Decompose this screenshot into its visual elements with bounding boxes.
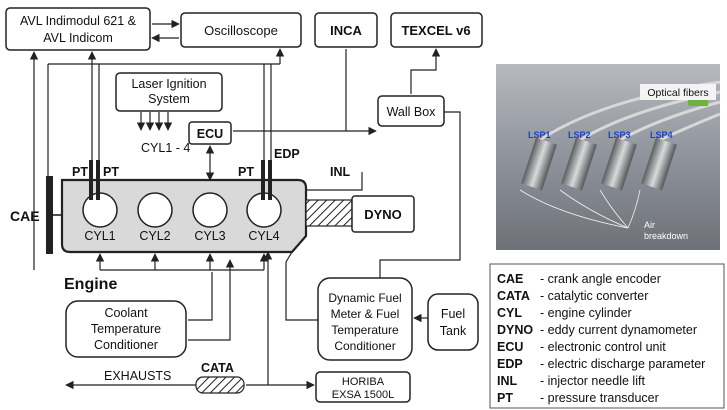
svg-text:CYL: CYL [497, 306, 522, 320]
oscilloscope-box: Oscilloscope [180, 12, 302, 48]
cae-encoder [46, 176, 53, 254]
horiba-label-line2: EXSA 1500L [332, 389, 394, 401]
legend-item-dyno: DYNO - eddy current dynamometer [497, 323, 697, 337]
breakdown-label: breakdown [644, 231, 688, 241]
cylinder-4: CYL4 [246, 192, 282, 243]
engine-label: Engine [64, 276, 117, 293]
ecu-box: ECU [188, 121, 232, 145]
cata-label: CATA [201, 361, 234, 375]
spark-plug-2 [561, 137, 597, 191]
svg-text:- catalytic converter: - catalytic converter [540, 289, 648, 303]
horiba-label-line1: HORIBA [342, 376, 385, 388]
legend-item-inl: INL - injector needle lift [497, 374, 645, 388]
cylinder-3: CYL3 [192, 192, 228, 243]
fuel-tank-label-line2: Tank [440, 324, 467, 338]
svg-text:CAE: CAE [497, 272, 523, 286]
coolant-label-line2: Temperature [91, 322, 161, 336]
cylinder-2: CYL2 [137, 192, 173, 243]
laser-label-line2: System [148, 92, 190, 106]
spark-plug-1 [521, 137, 557, 191]
inca-box: INCA [314, 12, 378, 48]
dyno-label: DYNO [364, 207, 402, 222]
lsp3-label: LSP3 [608, 130, 631, 140]
dyno-box: DYNO [351, 195, 415, 233]
pt-label-3: PT [238, 165, 254, 179]
svg-text:CATA: CATA [497, 289, 530, 303]
legend-item-cae: CAE - crank angle encoder [497, 272, 661, 286]
svg-text:EDP: EDP [497, 357, 523, 371]
spark-plug-4 [641, 137, 677, 191]
fuel-meter-label-line3: Temperature [331, 323, 399, 337]
fuel-meter-box: Dynamic Fuel Meter & Fuel Temperature Co… [317, 277, 413, 361]
legend-item-ecu: ECU - electronic control unit [497, 340, 666, 354]
laser-label-line1: Laser Ignition [131, 77, 206, 91]
spark-plug-photo: Optical fibers LSP1 LSP2 LSP3 LSP4 Air b… [496, 64, 721, 250]
svg-text:- pressure transducer: - pressure transducer [540, 391, 659, 405]
coolant-label-line3: Conditioner [94, 338, 158, 352]
fuel-tank-box: Fuel Tank [427, 293, 479, 351]
fuel-meter-label-line4: Conditioner [334, 339, 395, 353]
avl-label-line2: AVL Indicom [43, 31, 112, 45]
lsp2-label: LSP2 [568, 130, 591, 140]
cylinder-1-label: CYL1 [84, 229, 115, 243]
inl-label: INL [330, 165, 351, 179]
edp-label: EDP [274, 147, 300, 161]
fuel-tank-label-line1: Fuel [441, 307, 465, 321]
svg-text:INL: INL [497, 374, 518, 388]
engine-block [60, 178, 308, 254]
wall-box-label: Wall Box [387, 105, 437, 119]
avl-box: AVL Indimodul 621 & AVL Indicom [5, 7, 151, 51]
oscilloscope-label: Oscilloscope [204, 23, 278, 38]
svg-text:DYNO: DYNO [497, 323, 533, 337]
svg-text:- crank angle encoder: - crank angle encoder [540, 272, 661, 286]
legend-item-pt: PT - pressure transducer [497, 391, 659, 405]
ecu-label: ECU [197, 127, 223, 141]
pt-label-2: PT [103, 165, 119, 179]
coolant-box: Coolant Temperature Conditioner [65, 300, 187, 358]
optical-fibers-label: Optical fibers [647, 87, 708, 99]
svg-text:- injector needle lift: - injector needle lift [540, 374, 645, 388]
legend: CAE - crank angle encoder CATA - catalytic… [489, 263, 725, 409]
legend-item-edp: EDP - electric discharge parameter [497, 357, 705, 371]
wall-box: Wall Box [377, 95, 445, 127]
cyl-range-label: CYL1 - 4 [141, 141, 190, 155]
coolant-label-line1: Coolant [104, 306, 148, 320]
laser-ignition-box: Laser Ignition System [115, 72, 223, 112]
laser-output-arrows [136, 112, 173, 131]
fuel-meter-label-line2: Meter & Fuel [331, 307, 400, 321]
cylinder-1: CYL1 [82, 192, 118, 243]
fuel-meter-label-line1: Dynamic Fuel [328, 291, 401, 305]
texcel-box: TEXCEL v6 [390, 12, 483, 48]
svg-text:- engine cylinder: - engine cylinder [540, 306, 632, 320]
air-label: Air [644, 220, 655, 230]
svg-text:PT: PT [497, 391, 513, 405]
cylinder-2-label: CYL2 [139, 229, 170, 243]
pt-label-1: PT [72, 165, 88, 179]
horiba-box: HORIBA EXSA 1500L [315, 371, 411, 403]
cylinder-4-label: CYL4 [248, 229, 279, 243]
dyno-shaft [305, 199, 353, 227]
spark-plug-3 [601, 137, 637, 191]
texcel-label: TEXCEL v6 [401, 23, 470, 38]
exhausts-label: EXHAUSTS [104, 369, 171, 383]
svg-text:- eddy current dynamometer: - eddy current dynamometer [540, 323, 697, 337]
inca-label: INCA [330, 23, 362, 38]
svg-text:- electronic control unit: - electronic control unit [540, 340, 666, 354]
cata-converter [195, 376, 245, 394]
lsp1-label: LSP1 [528, 130, 551, 140]
cylinder-3-label: CYL3 [194, 229, 225, 243]
avl-label-line1: AVL Indimodul 621 & [20, 14, 137, 28]
cae-label: CAE [10, 208, 40, 224]
legend-item-cyl: CYL - engine cylinder [497, 306, 632, 320]
lsp4-label: LSP4 [650, 130, 673, 140]
svg-text:ECU: ECU [497, 340, 523, 354]
svg-text:- electric discharge parameter: - electric discharge parameter [540, 357, 705, 371]
legend-item-cata: CATA - catalytic converter [497, 289, 648, 303]
